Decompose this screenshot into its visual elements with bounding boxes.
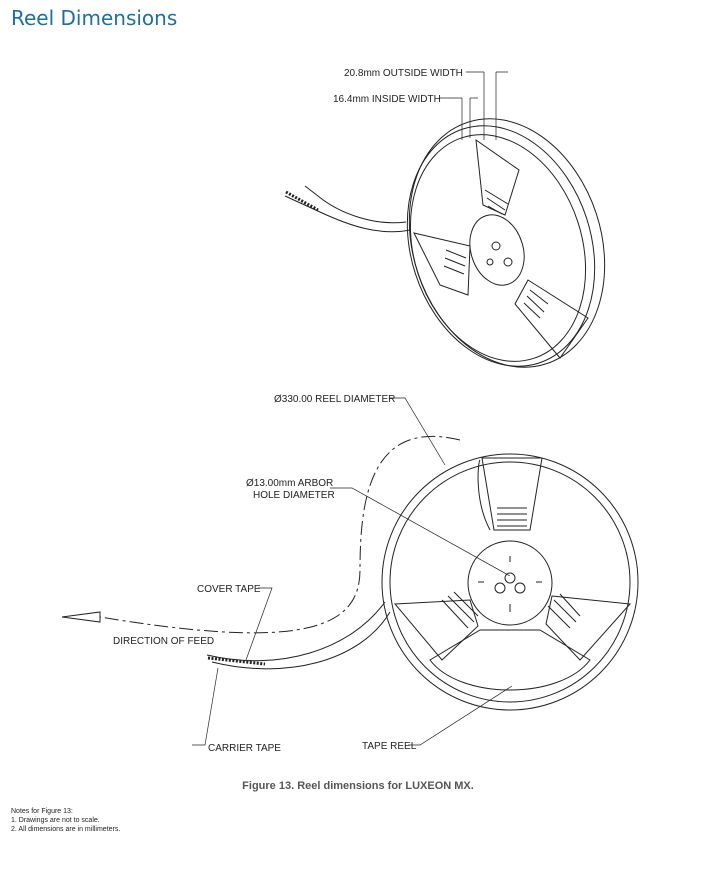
arbor-label-line1: Ø13.00mm ARBOR <box>246 478 333 489</box>
figure-caption: Figure 13. Reel dimensions for LUXEON MX… <box>242 780 474 792</box>
reel-diameter-label: Ø330.00 REEL DIAMETER <box>274 394 395 405</box>
note-item: 1. Drawings are not to scale. <box>11 817 100 824</box>
tape-reel-label: TAPE REEL <box>362 741 417 752</box>
arbor-label-line2: HOLE DIAMETER <box>253 490 335 501</box>
carrier-tape-label: CARRIER TAPE <box>208 743 281 754</box>
page-title: Reel Dimensions <box>11 6 178 30</box>
note-item: 2. All dimensions are in millimeters. <box>11 826 121 833</box>
perspective-reel <box>284 71 606 368</box>
figure-notes: Notes for Figure 13: 1. Drawings are not… <box>11 807 120 834</box>
cover-tape-label: COVER TAPE <box>197 584 261 595</box>
inside-width-label: 16.4mm INSIDE WIDTH <box>333 94 441 105</box>
notes-heading: Notes for Figure 13: <box>11 808 73 815</box>
front-reel <box>61 397 639 746</box>
outside-width-label: 20.8mm OUTSIDE WIDTH <box>344 68 463 79</box>
direction-of-feed-label: DIRECTION OF FEED <box>113 636 214 647</box>
